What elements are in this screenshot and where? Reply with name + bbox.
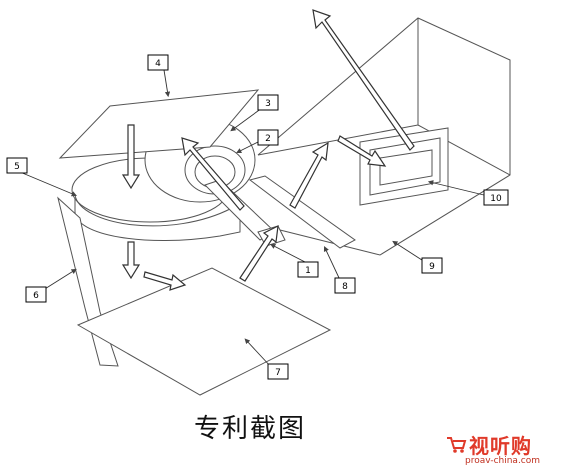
bottom-plate xyxy=(76,267,332,396)
cart-icon xyxy=(447,437,467,453)
svg-text:4: 4 xyxy=(155,59,161,69)
svg-text:10: 10 xyxy=(490,194,502,204)
arrow-up-from-plate xyxy=(239,224,279,282)
callout-5: 5 xyxy=(6,157,28,174)
projection-housing xyxy=(257,17,511,256)
screen-panel xyxy=(359,127,449,206)
svg-text:2: 2 xyxy=(265,134,271,144)
svg-text:9: 9 xyxy=(429,262,435,272)
svg-text:5: 5 xyxy=(14,162,20,172)
flow-arrows xyxy=(121,9,415,291)
callout-2: 2 xyxy=(257,129,279,146)
projector-patent-diagram: 4 3 2 5 6 1 8 xyxy=(6,9,511,396)
arrow-down-bottom xyxy=(121,241,141,280)
callout-labels: 4 3 2 5 6 1 8 xyxy=(6,54,509,380)
svg-text:6: 6 xyxy=(33,291,39,301)
callout-7: 7 xyxy=(267,363,289,380)
svg-text:8: 8 xyxy=(342,282,348,292)
callout-6: 6 xyxy=(25,286,47,303)
arrow-large-up xyxy=(312,9,415,151)
callout-4: 4 xyxy=(147,54,169,71)
watermark-url: proav-china.com xyxy=(465,456,541,466)
arrow-lens-outflow xyxy=(181,137,245,211)
arrow-into-screen xyxy=(337,135,387,167)
figure-caption: 专利截图 xyxy=(193,414,306,444)
light-bar xyxy=(248,175,356,249)
callout-3: 3 xyxy=(257,94,279,111)
callout-9: 9 xyxy=(421,257,443,274)
callout-10: 10 xyxy=(483,189,509,206)
arrow-down-top xyxy=(121,124,141,190)
arrow-up-to-lens xyxy=(289,141,329,209)
watermark-brand: 视听购 xyxy=(469,434,532,458)
callout-8: 8 xyxy=(334,277,356,294)
callout-1: 1 xyxy=(297,261,319,278)
arrow-right-small xyxy=(143,271,187,291)
top-plate xyxy=(58,89,260,159)
svg-text:3: 3 xyxy=(265,99,271,109)
site-watermark: 视听购 proav-china.com xyxy=(445,430,563,470)
svg-text:7: 7 xyxy=(275,368,281,378)
svg-text:1: 1 xyxy=(305,266,311,276)
